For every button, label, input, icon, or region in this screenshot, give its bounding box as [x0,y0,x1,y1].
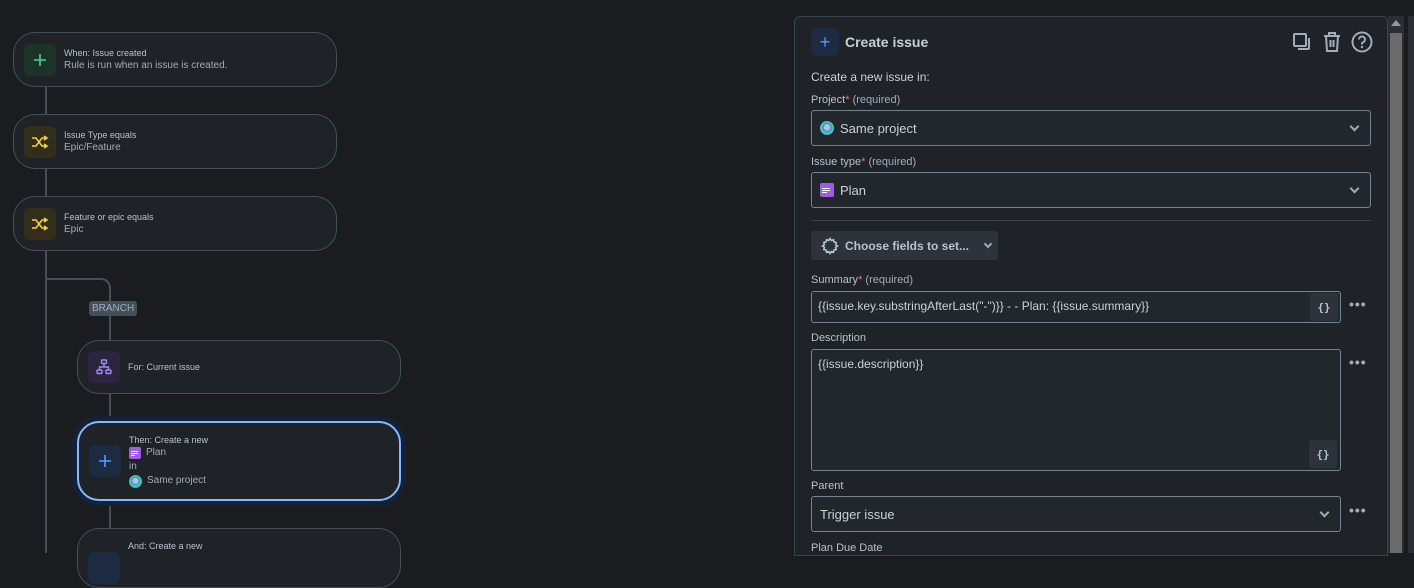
more-options-button[interactable]: ••• [1349,296,1367,312]
issue-type-select[interactable]: Plan [811,172,1371,208]
and-create-node[interactable]: And: Create a new [77,528,401,588]
condition-node-feature-epic[interactable]: Feature or epic equals Epic [13,196,337,251]
shuffle-icon [24,207,56,240]
node-subtitle: Epic [64,223,84,235]
plus-icon: + [811,28,839,56]
summary-label: Summary* (required) [811,274,914,286]
node-subtitle: Rule is run when an issue is created. [64,59,228,71]
node-title: For: Current issue [128,362,201,372]
branch-connector [109,394,111,422]
plan-due-date-label: Plan Due Date [811,542,883,554]
branch-connector [109,500,111,530]
chevron-down-icon [1319,507,1330,518]
project-chip: Same project [129,474,208,488]
create-issue-panel: + Create issue Create a new issue in: Pr… [794,16,1388,556]
chevron-down-icon [1349,121,1360,132]
copy-icon[interactable] [1291,31,1313,53]
description-textarea[interactable]: {{issue.description}} [811,349,1341,471]
outer-scrollbar[interactable] [1408,16,1414,553]
parent-label: Parent [811,480,844,492]
branch-node[interactable]: For: Current issue [77,340,401,394]
plan-icon [129,447,141,459]
project-avatar-icon [820,121,834,135]
node-subtitle: Epic/Feature [64,141,121,153]
smart-value-button[interactable]: {} [1309,440,1337,468]
issue-type-label: Issue type* (required) [811,156,917,168]
chevron-down-icon [1349,183,1360,194]
choose-fields-button[interactable]: Choose fields to set... [811,231,998,260]
shuffle-icon [24,125,56,158]
help-icon[interactable] [1351,31,1373,53]
more-options-button[interactable]: ••• [1349,354,1367,370]
rule-canvas: When: Issue created Rule is run when an … [13,32,401,588]
node-title: Then: Create a new [129,435,209,445]
create-issue-node-selected[interactable]: Then: Create a new Plan in Same project [77,421,401,501]
branch-curve [45,278,111,290]
node-title: Issue Type equals [64,129,137,140]
trigger-node[interactable]: When: Issue created Rule is run when an … [13,32,337,87]
description-label: Description [811,332,867,344]
project-select[interactable]: Same project [811,110,1371,146]
intro-text: Create a new issue in: [811,70,930,84]
more-options-button[interactable]: ••• [1349,502,1367,518]
node-title: When: Issue created [64,47,147,58]
flow-connector [45,86,47,553]
connector-text: in [129,461,137,472]
trash-icon[interactable] [1321,31,1343,53]
scroll-up-arrow-icon[interactable] [1391,20,1401,26]
gear-icon [821,236,839,255]
issue-type-chip: Plan [129,446,208,460]
node-title: And: Create a new [128,541,203,551]
chevron-down-icon [983,239,993,249]
panel-title: Create issue [845,34,929,50]
parent-select[interactable]: Trigger issue [811,496,1341,532]
plus-icon [88,552,120,584]
project-avatar-icon [129,474,142,488]
plus-icon [89,445,121,477]
summary-input[interactable]: {{issue.key.substringAfterLast("-")}} - … [811,291,1341,323]
divider [811,220,1371,221]
condition-node-issue-type[interactable]: Issue Type equals Epic/Feature [13,114,337,169]
smart-value-button[interactable]: {} [1310,293,1338,321]
scrollbar-thumb[interactable] [1390,33,1402,553]
plus-icon [24,43,56,76]
node-title: Feature or epic equals [64,211,154,222]
plan-icon [820,183,834,197]
project-label: Project* (required) [811,94,901,106]
branch-badge: BRANCH [89,301,138,316]
hierarchy-icon [88,351,120,383]
